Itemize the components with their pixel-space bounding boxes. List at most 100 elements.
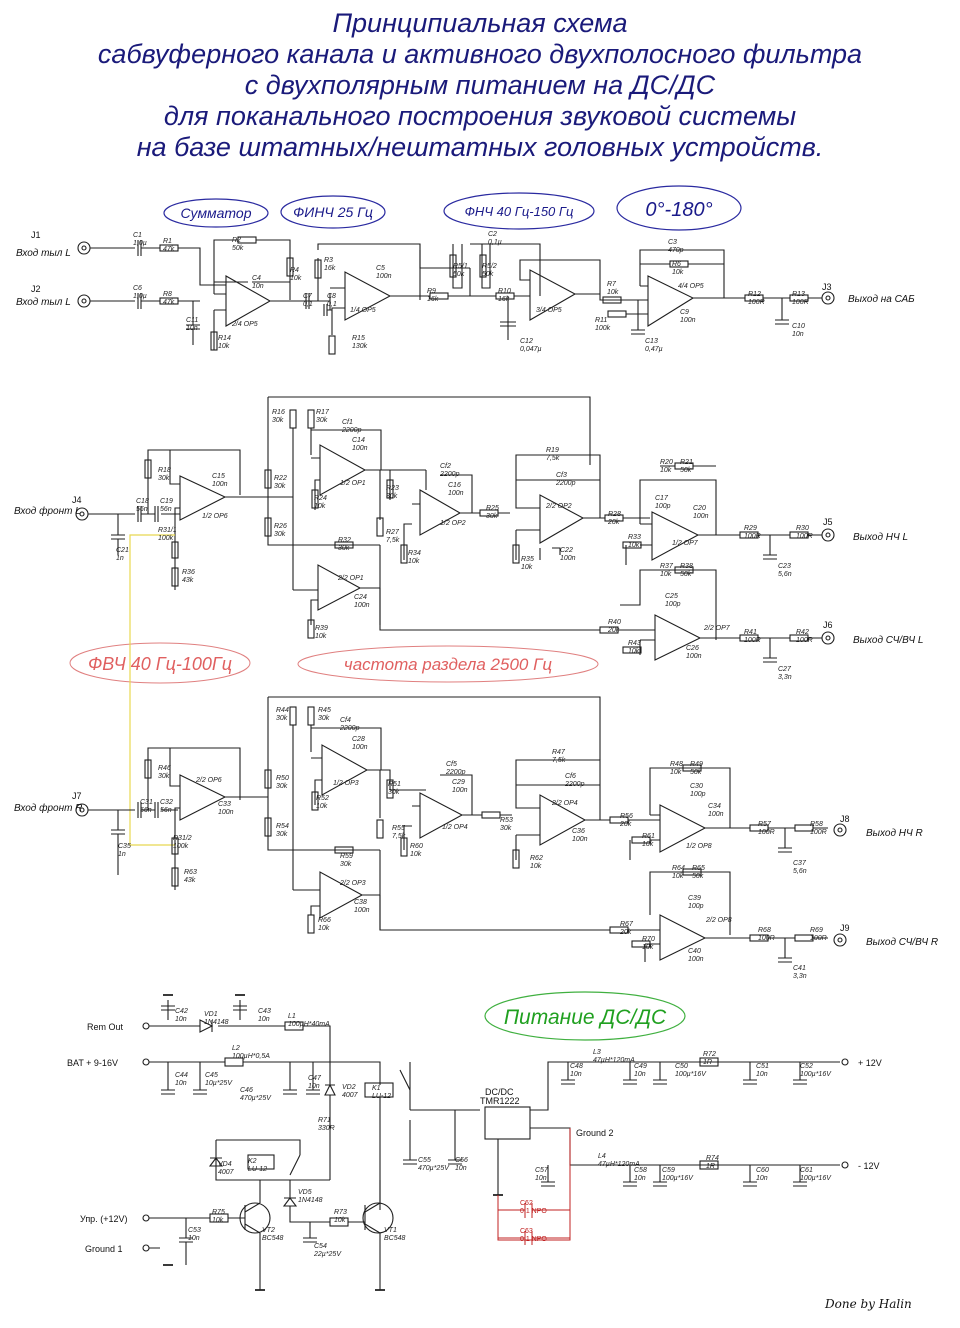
component-value: 16k	[324, 265, 336, 272]
component-value: 56n	[136, 506, 148, 513]
component-ref: R30	[796, 525, 809, 532]
component-value: 10k	[334, 1217, 346, 1224]
j3-ref: J3	[822, 282, 832, 292]
component-value: 30k	[276, 783, 288, 790]
component-value: 30k	[276, 831, 288, 838]
component-value: 47µH*120mA	[598, 1161, 640, 1168]
component-ref: C36	[572, 828, 585, 835]
component-op2b: 2/2 OP2	[545, 503, 572, 510]
component-ref: C5	[376, 265, 385, 272]
component-c2: C20,1µ	[488, 231, 502, 246]
component-ref: R44	[276, 707, 289, 714]
component-value: 100µ*16V	[675, 1071, 707, 1078]
schematic-title: Принципиальная схема сабвуферного канала…	[0, 8, 960, 163]
component-ref: R50	[276, 775, 289, 782]
component-value: 10k	[672, 873, 684, 880]
component-ref: C29	[452, 779, 465, 786]
component-value: 100n	[354, 907, 370, 914]
component-ref: C43	[258, 1008, 271, 1015]
component-value: 50k	[680, 571, 692, 578]
component-value: 2/4 OP5	[231, 321, 258, 328]
component-ref: R16	[272, 409, 285, 416]
component-value: 100n	[352, 744, 368, 751]
component-value: 1/2 OP6	[202, 513, 228, 520]
component-value: 10k	[212, 1217, 224, 1224]
component-value: 1/4 OP5	[350, 307, 376, 314]
component-ref: R17	[316, 409, 330, 416]
component-ref: C14	[352, 437, 365, 444]
component-ref: L4	[598, 1153, 606, 1160]
component-value: 10k	[521, 564, 533, 571]
component-ref: Cf4	[340, 717, 351, 724]
component-ref: R37	[660, 563, 674, 570]
component-ref: C34	[708, 803, 721, 810]
component-value: 10n	[175, 1016, 187, 1023]
component-ref: R31/2	[173, 835, 192, 842]
component-ref: C57	[535, 1167, 549, 1174]
component-ref: C52	[800, 1063, 813, 1070]
component-value: 30k	[318, 715, 330, 722]
component-ref: R21	[680, 459, 693, 466]
component-value: 100R	[744, 637, 761, 644]
component-ref: R9	[427, 288, 436, 295]
j7-label: Вход фронт R	[14, 802, 82, 814]
component-value: 1N4148	[204, 1019, 229, 1026]
component-value: 3/4 OP5	[536, 307, 562, 314]
component-ref: C9	[680, 309, 689, 316]
component-ref: C51	[756, 1063, 769, 1070]
block-phase-label: 0°-180°	[645, 199, 712, 221]
block-fvch-label: ФВЧ 40 Гц-100Гц	[88, 654, 232, 674]
component-value: 30k	[158, 475, 170, 482]
power-circuit: Rem Out BAT + 9-16V Упр. (+12V) Ground 1…	[67, 994, 882, 1291]
component-value: 100R	[758, 935, 775, 942]
component-value: 1/2 OP3	[333, 780, 359, 787]
component-value: 20k	[607, 519, 620, 526]
component-value: 7,5k	[546, 455, 560, 462]
component-value: 10n	[634, 1071, 646, 1078]
component-op8a: 1/2 OP8	[686, 843, 712, 850]
component-ref: L1	[288, 1013, 296, 1020]
component-ref: C53	[188, 1227, 201, 1234]
component-value: 7,5k	[386, 537, 400, 544]
component-ref: C39	[688, 895, 701, 902]
component-ref: Cf2	[440, 463, 451, 470]
component-value: 1N4148	[298, 1197, 323, 1204]
component-value: 30k	[500, 825, 512, 832]
j2-label: Вход тыл L	[16, 297, 71, 308]
component-value: 50k	[453, 271, 465, 278]
component-value: 10n	[756, 1071, 768, 1078]
component-ref: R38	[680, 563, 693, 570]
component-value: 10n	[175, 1080, 187, 1087]
component-value: 16k	[498, 296, 510, 303]
component-ref: R5/1	[453, 263, 468, 270]
component-value: 100p	[688, 903, 704, 910]
component-value: 330R	[318, 1125, 335, 1132]
